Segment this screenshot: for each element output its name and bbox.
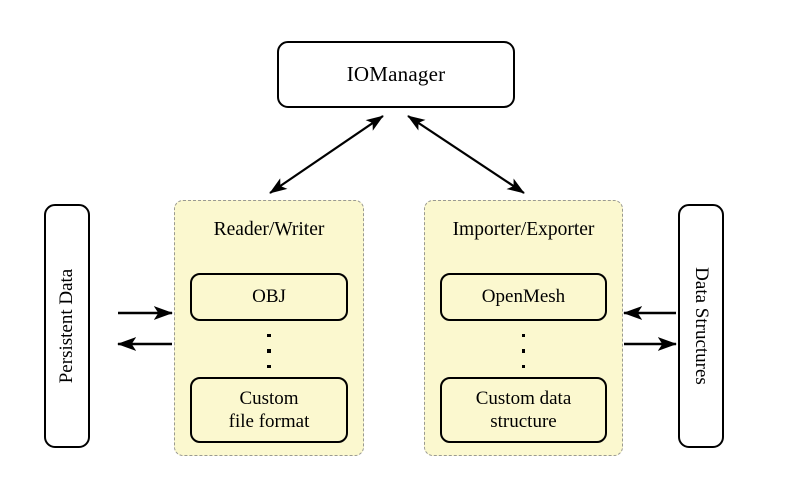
node-persistent-data[interactable]: Persistent Data bbox=[44, 204, 90, 448]
ellipsis-dot bbox=[267, 334, 271, 338]
item-custom-data-structure-line2: structure bbox=[490, 411, 557, 432]
connector-manager-reader-writer bbox=[269, 115, 384, 194]
ellipsis-dot bbox=[267, 349, 271, 353]
node-persistent-data-label: Persistent Data bbox=[56, 268, 77, 384]
ellipsis-dot bbox=[521, 349, 526, 353]
ellipsis-dot bbox=[521, 334, 526, 338]
item-custom-file-format-line2: file format bbox=[228, 411, 310, 432]
group-reader-writer-title: Reader/Writer bbox=[213, 219, 325, 240]
item-custom-data-structure-text: Custom data structure bbox=[476, 387, 572, 433]
node-data-structures[interactable]: Data Structures bbox=[678, 204, 724, 448]
item-custom-file-format-line1: Custom bbox=[239, 387, 299, 409]
node-iomanager-label: IOManager bbox=[346, 62, 446, 86]
item-obj[interactable]: OBJ bbox=[190, 273, 348, 321]
ellipsis-dot bbox=[521, 364, 526, 368]
group-reader-writer[interactable]: Reader/Writer OBJ Custom file format bbox=[174, 200, 364, 456]
item-custom-data-structure-line1: Custom data bbox=[475, 387, 572, 409]
item-openmesh[interactable]: OpenMesh bbox=[440, 273, 607, 321]
item-openmesh-label: OpenMesh bbox=[481, 286, 566, 308]
item-obj-label: OBJ bbox=[252, 286, 286, 308]
group-importer-exporter-title: Importer/Exporter bbox=[452, 219, 595, 240]
ellipsis-dot bbox=[267, 364, 271, 368]
item-custom-data-structure[interactable]: Custom data structure bbox=[440, 377, 607, 443]
node-data-structures-label: Data Structures bbox=[691, 267, 712, 385]
item-custom-file-format-text: Custom file format bbox=[229, 387, 310, 433]
item-custom-file-format[interactable]: Custom file format bbox=[190, 377, 348, 443]
ellipsis-importer-exporter bbox=[425, 334, 622, 368]
ellipsis-reader-writer bbox=[175, 334, 363, 368]
node-iomanager[interactable]: IOManager bbox=[277, 41, 515, 108]
connector-manager-importer-exporter bbox=[407, 115, 525, 194]
group-importer-exporter[interactable]: Importer/Exporter OpenMesh Custom data s… bbox=[424, 200, 623, 456]
